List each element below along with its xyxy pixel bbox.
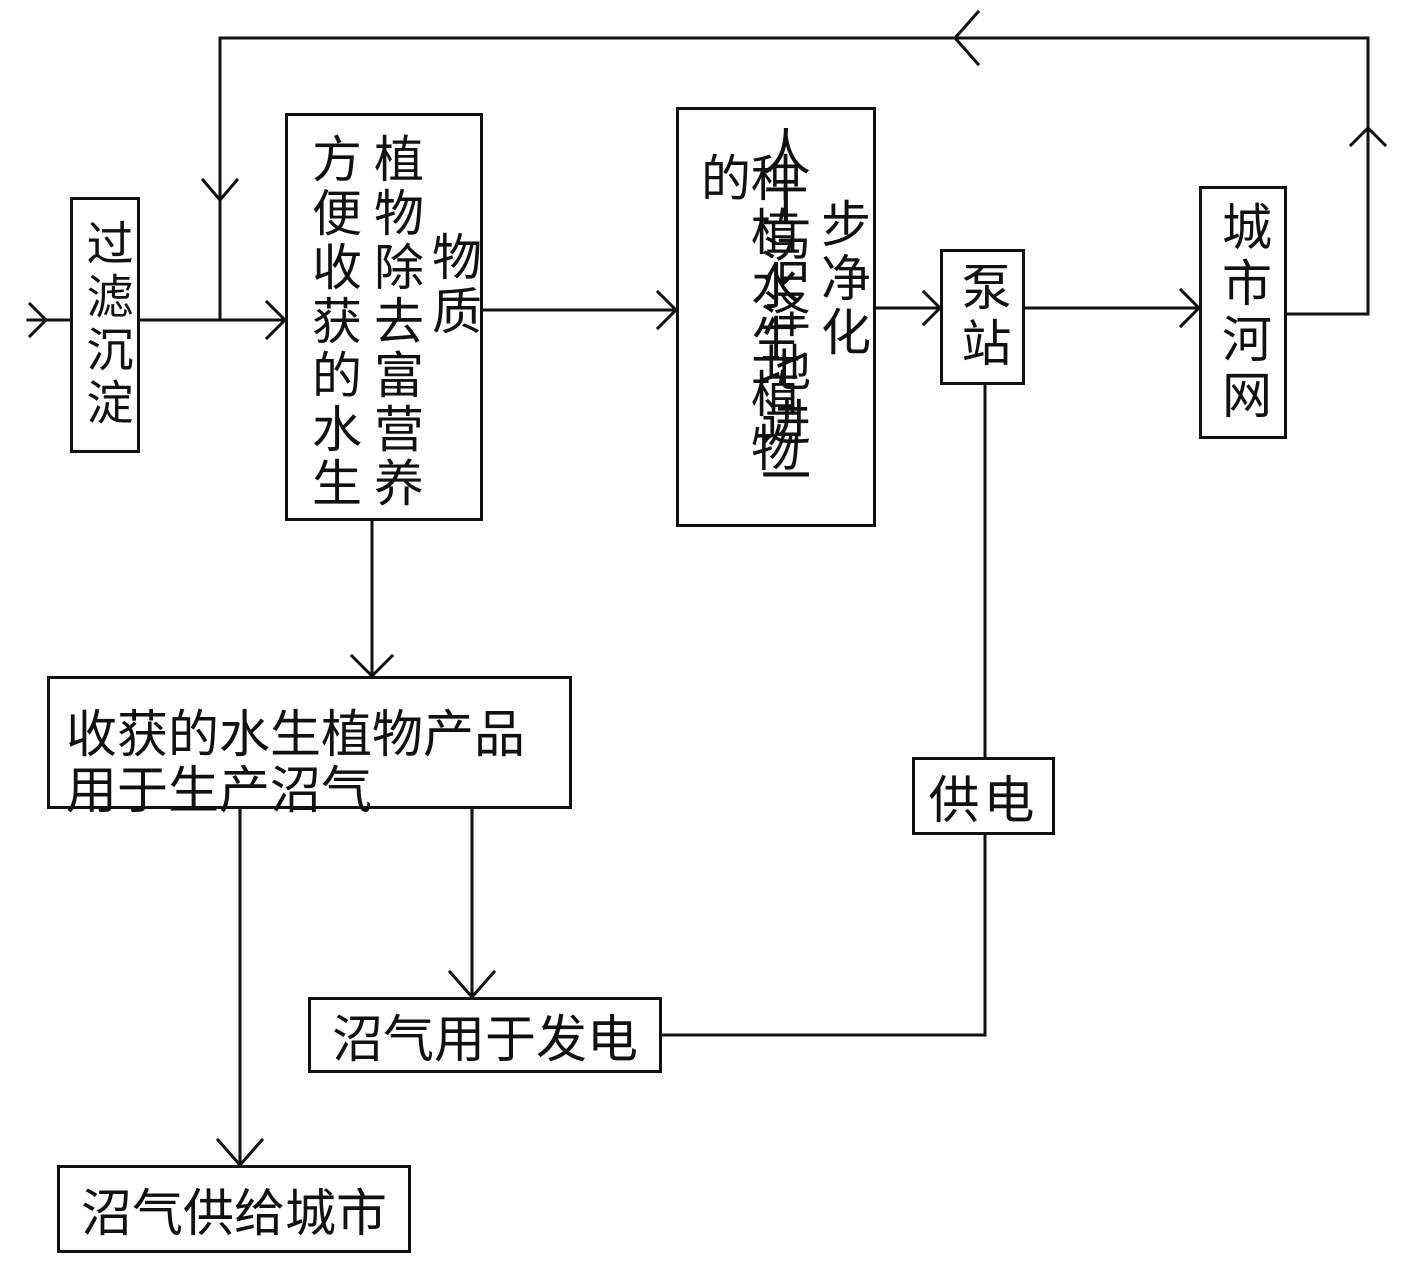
wetland-label-col3: 步净化 xyxy=(813,198,871,360)
city-river-network-label: 城市河网 xyxy=(1214,200,1272,425)
pump-station-label: 泵站 xyxy=(953,261,1012,373)
feedback-up-arrowhead xyxy=(1348,125,1388,148)
filter-box: 过滤沉淀 xyxy=(70,197,140,453)
input-arrowhead xyxy=(27,301,49,339)
city-river-network-box: 城市河网 xyxy=(1199,186,1287,439)
biogas-city-supply-box: 沼气供给城市 xyxy=(57,1165,411,1253)
biogas-power-generation-box: 沼气用于发电 xyxy=(308,997,662,1073)
power-to-supply-line xyxy=(660,833,987,1037)
artificial-wetland-box: 步净化 人工沼泽地进一 种植水生植物的 xyxy=(676,107,876,527)
plants-label-col1: 方便收获的水生 xyxy=(304,133,362,511)
feedback-left-arrowhead xyxy=(952,9,981,67)
filter-label: 过滤沉淀 xyxy=(77,219,133,431)
harvested-product-line1: 收获的水生植物产品 xyxy=(66,706,526,765)
feedback-down-arrowhead xyxy=(200,177,240,203)
wetland-label-col1: 种植水生植物的 xyxy=(693,152,801,476)
power-supply-box: 供电 xyxy=(912,757,1055,835)
plants-label-col3: 物质 xyxy=(424,231,482,339)
harvested-product-line2: 用于生产沼气 xyxy=(66,762,373,821)
biogas-power-generation-label: 沼气用于发电 xyxy=(331,1011,638,1070)
biogas-city-supply-label: 沼气供给城市 xyxy=(80,1185,387,1244)
plants-label-col2: 植物除去富营养 xyxy=(366,133,424,511)
feedback-loop-line xyxy=(218,36,1370,322)
power-supply-label: 供电 xyxy=(928,772,1039,831)
aquatic-plants-box: 物质 植物除去富营养 方便收获的水生 xyxy=(285,113,483,521)
harvested-product-box: 收获的水生植物产品 用于生产沼气 xyxy=(47,676,572,821)
pump-station-box: 泵站 xyxy=(940,249,1025,385)
wetland-label-col2: 人工沼泽地进一 xyxy=(753,126,811,504)
